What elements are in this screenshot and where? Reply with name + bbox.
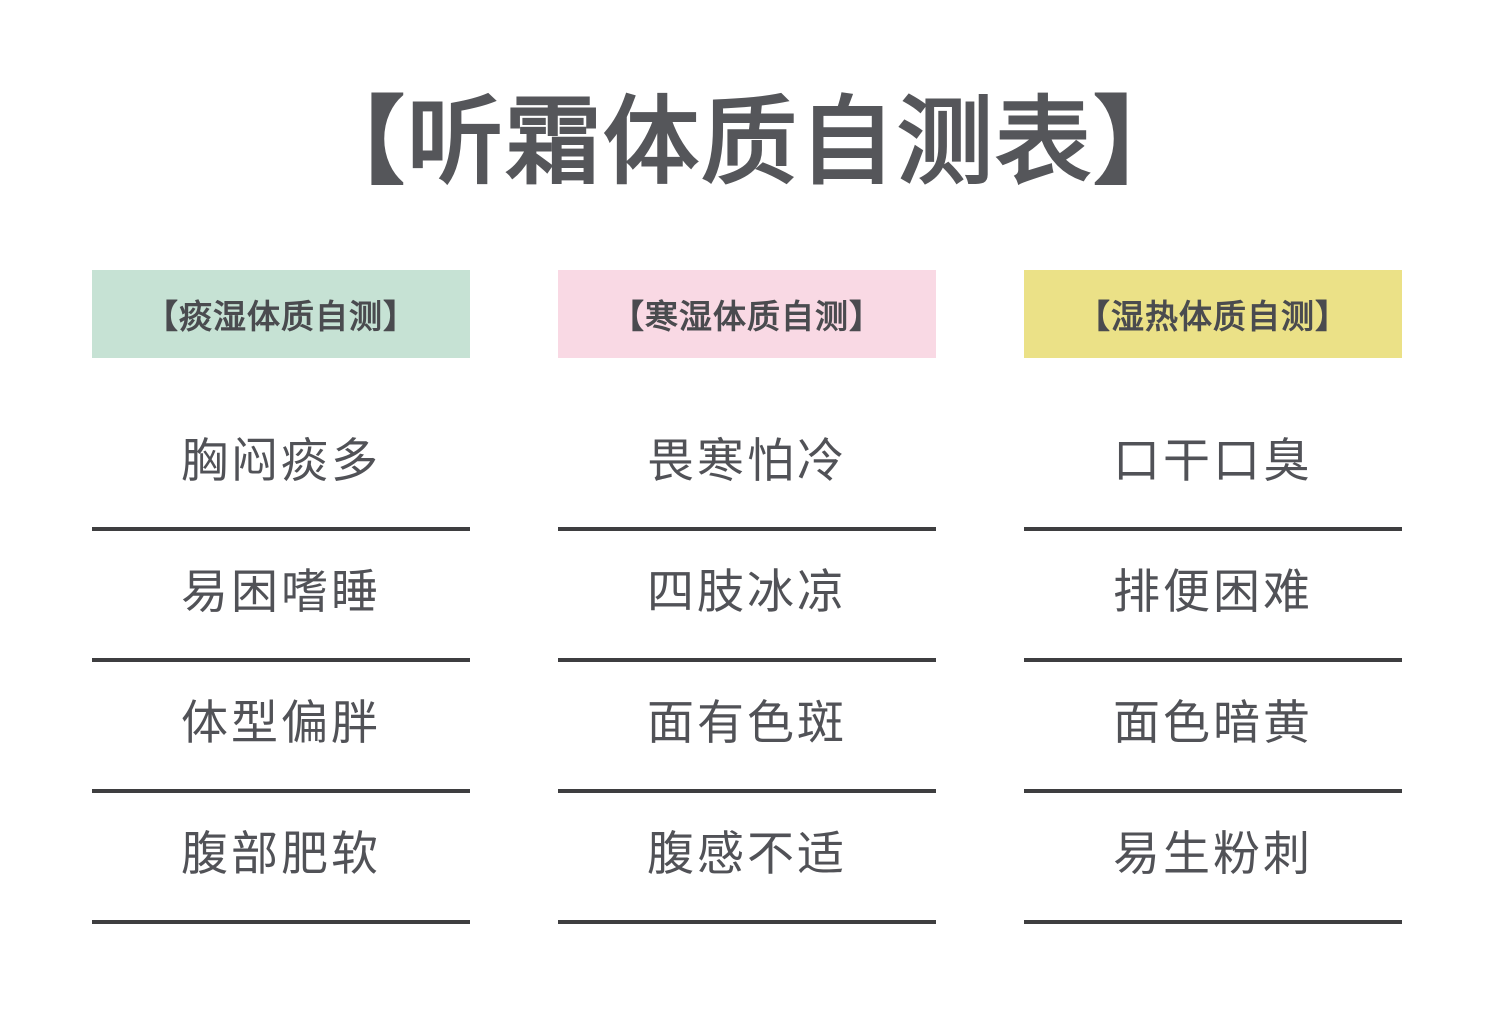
list-item: 易生粉刺 <box>1024 793 1402 924</box>
list-item: 胸闷痰多 <box>92 400 470 531</box>
list-item: 畏寒怕冷 <box>558 400 936 531</box>
item-list-cold-damp: 畏寒怕冷 四肢冰凉 面有色斑 腹感不适 <box>558 400 936 924</box>
list-item: 腹部肥软 <box>92 793 470 924</box>
list-item: 排便困难 <box>1024 531 1402 662</box>
list-item: 面色暗黄 <box>1024 662 1402 793</box>
column-cold-damp: 【寒湿体质自测】 畏寒怕冷 四肢冰凉 面有色斑 腹感不适 <box>558 270 936 924</box>
list-item: 易困嗜睡 <box>92 531 470 662</box>
column-header-cold-damp: 【寒湿体质自测】 <box>558 270 936 358</box>
page-title: 【听霜体质自测表】 <box>309 89 1191 196</box>
list-item: 口干口臭 <box>1024 400 1402 531</box>
list-item: 腹感不适 <box>558 793 936 924</box>
list-item: 体型偏胖 <box>92 662 470 793</box>
item-list-damp-heat: 口干口臭 排便困难 面色暗黄 易生粉刺 <box>1024 400 1402 924</box>
column-header-damp-heat: 【湿热体质自测】 <box>1024 270 1402 358</box>
list-item: 四肢冰凉 <box>558 531 936 662</box>
constitution-columns: 【痰湿体质自测】 胸闷痰多 易困嗜睡 体型偏胖 腹部肥软 【寒湿体质自测】 畏寒… <box>92 270 1402 924</box>
column-header-phlegm-damp: 【痰湿体质自测】 <box>92 270 470 358</box>
column-phlegm-damp: 【痰湿体质自测】 胸闷痰多 易困嗜睡 体型偏胖 腹部肥软 <box>92 270 470 924</box>
item-list-phlegm-damp: 胸闷痰多 易困嗜睡 体型偏胖 腹部肥软 <box>92 400 470 924</box>
list-item: 面有色斑 <box>558 662 936 793</box>
column-damp-heat: 【湿热体质自测】 口干口臭 排便困难 面色暗黄 易生粉刺 <box>1024 270 1402 924</box>
